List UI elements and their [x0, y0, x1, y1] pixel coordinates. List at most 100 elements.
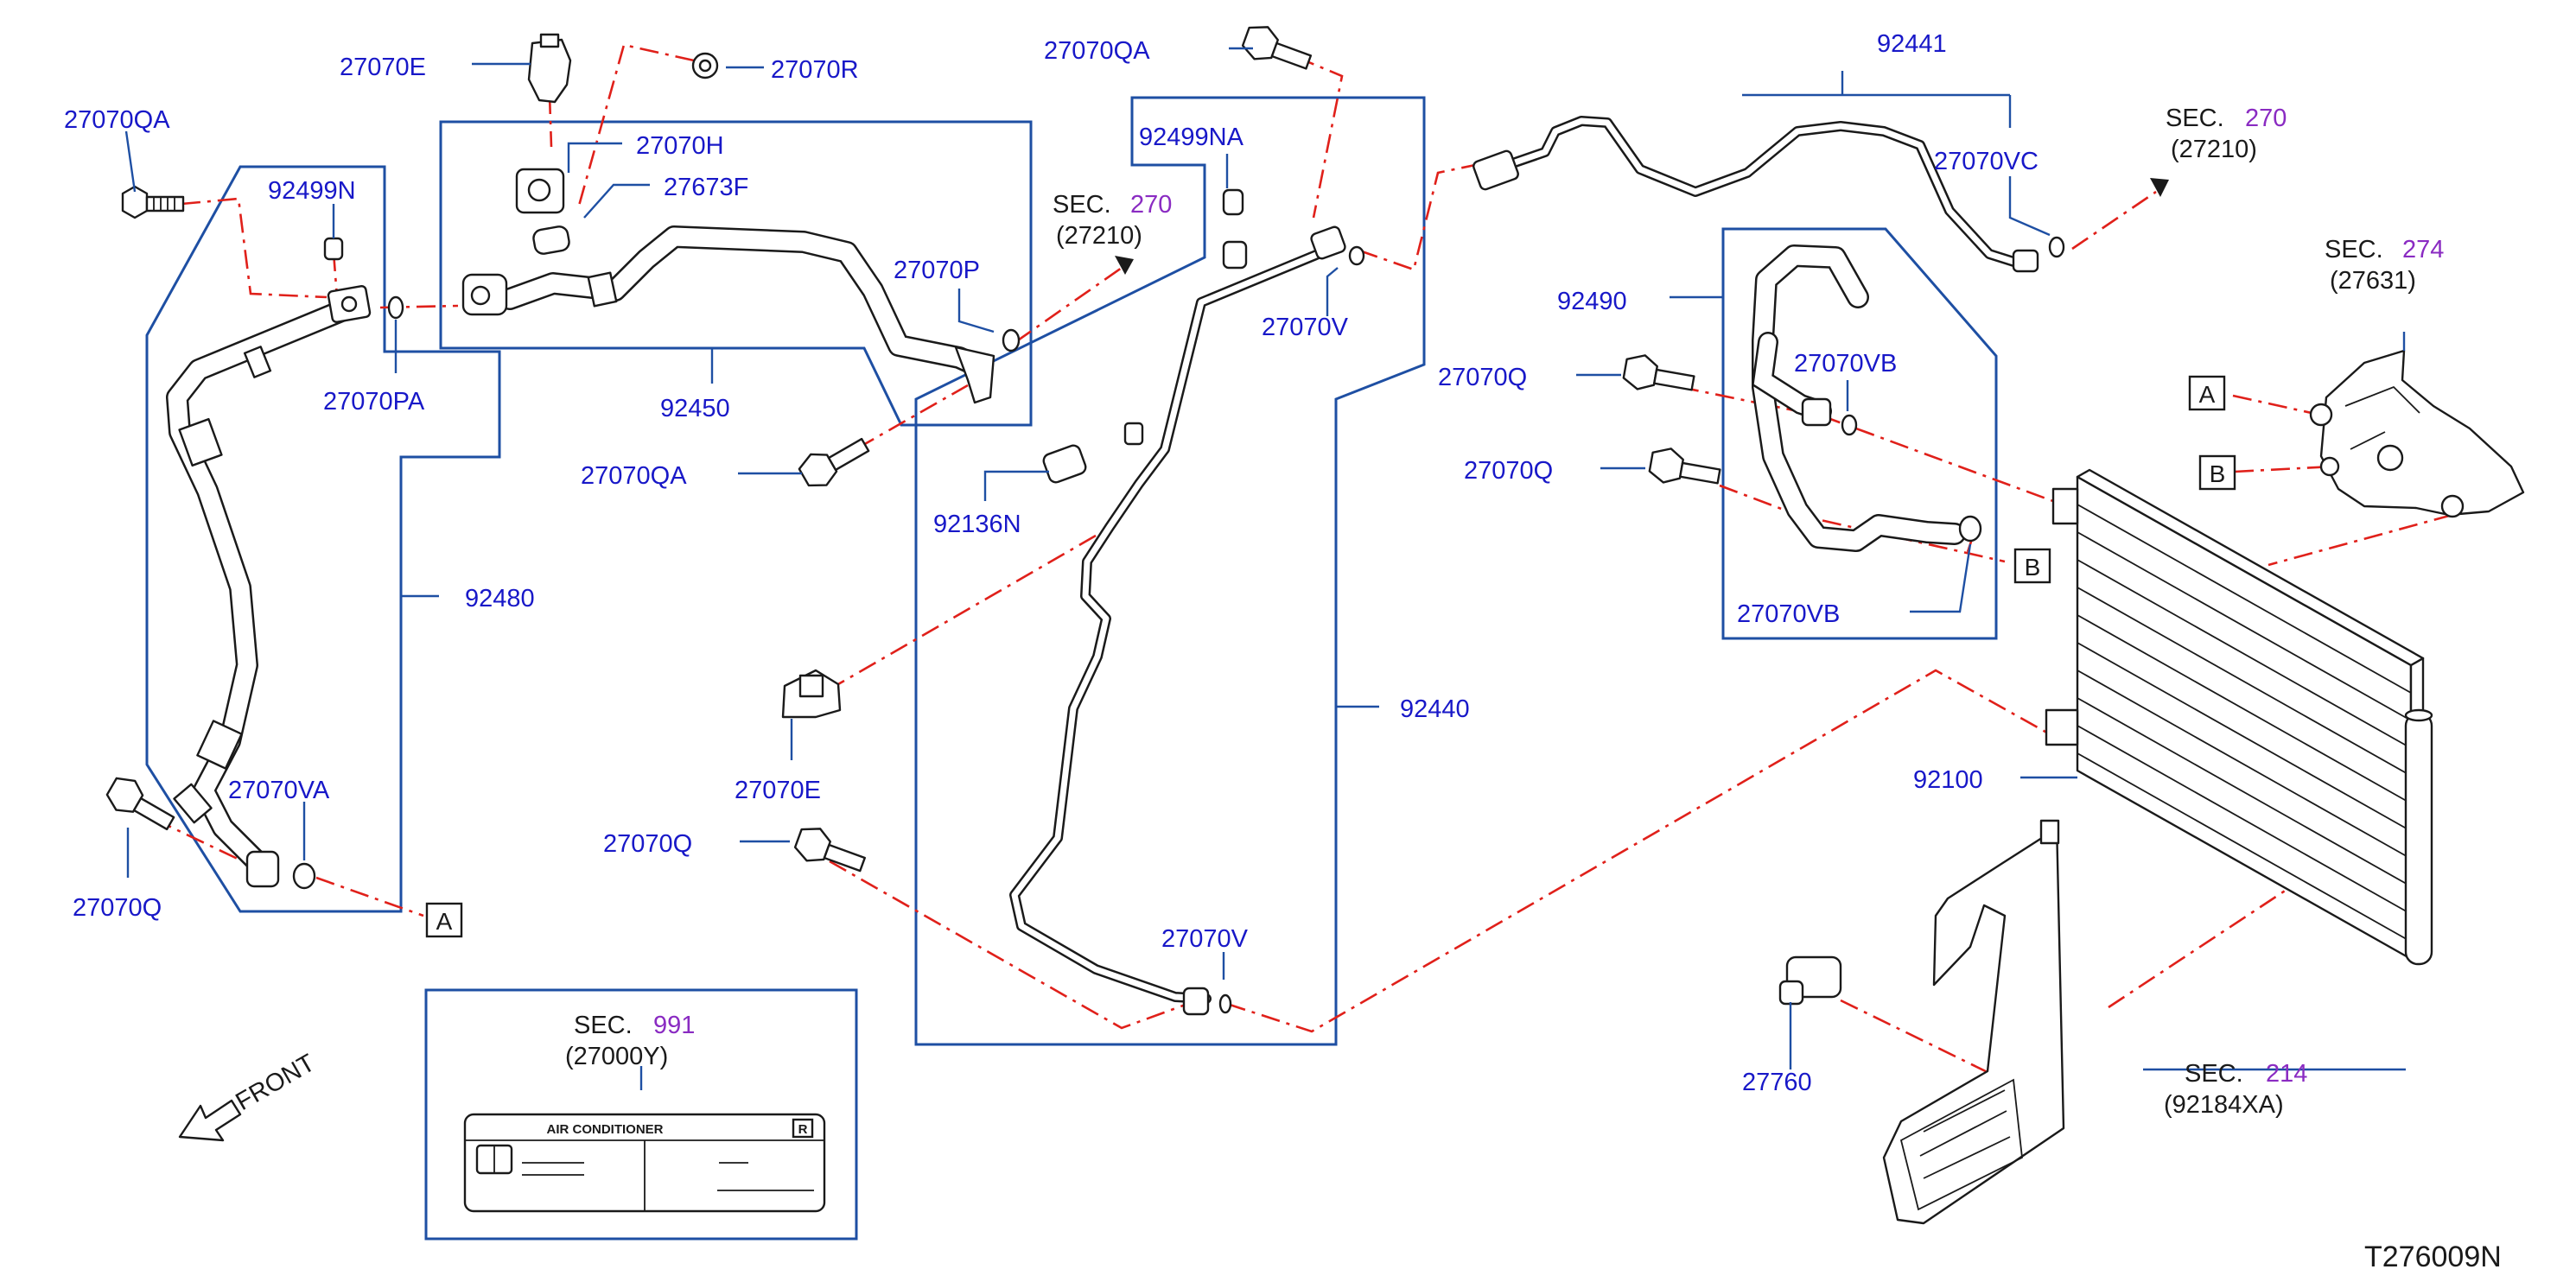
svg-text:270: 270 — [1130, 191, 1172, 219]
bolt-27070q-left — [105, 777, 175, 831]
svg-text:SEC.: SEC. — [1053, 191, 1111, 219]
frame-92440 — [914, 96, 1426, 1046]
label-27070v-bottom: 27070V — [1161, 925, 1249, 953]
label-92100: 92100 — [1913, 766, 1983, 794]
dash-27760-to-shroud — [1840, 999, 1997, 1078]
clip-92136n — [1042, 422, 1144, 484]
svg-text:(92184XA): (92184XA) — [2164, 1091, 2284, 1119]
label-27070qa-left: 27070QA — [64, 106, 170, 134]
label-plate: AIR CONDITIONER R — [463, 1113, 826, 1213]
svg-text:270: 270 — [2245, 105, 2287, 132]
label-92441: 92441 — [1877, 30, 1947, 58]
frame-label-plate — [424, 988, 858, 1241]
bolt-27070qa-left — [121, 185, 185, 219]
svg-text:(27000Y): (27000Y) — [565, 1043, 668, 1070]
label-27070q-r1: 27070Q — [1438, 364, 1527, 391]
svg-text:(27210): (27210) — [2171, 136, 2257, 163]
svg-text:(27631): (27631) — [2330, 267, 2416, 295]
fitting-92480-end — [245, 850, 280, 888]
frame-outlines — [145, 96, 1998, 1241]
fitting-27070v-top — [1310, 225, 1346, 260]
sleeve-27673f — [532, 225, 570, 255]
clip-27070e-mid — [781, 669, 842, 719]
svg-text:(27210): (27210) — [1056, 222, 1142, 250]
svg-text:SEC.: SEC. — [2325, 236, 2383, 263]
leader-lines — [124, 47, 2406, 1090]
dash-qa-bolt-to-92499n — [181, 197, 328, 299]
svg-text:SEC.: SEC. — [574, 1012, 633, 1039]
bolt-27070qa-top — [1241, 26, 1313, 70]
label-27760: 27760 — [1742, 1069, 1812, 1096]
label-27070q-mid: 27070Q — [603, 830, 692, 858]
sec-214: SEC. 214 (92184XA) — [2164, 1060, 2307, 1119]
fitting-27070vb-top — [1801, 397, 1832, 427]
bolt-27070q-r1 — [1622, 354, 1695, 391]
dash-27070v-to-92441 — [1358, 162, 1480, 271]
ref-boxes: A A B B — [425, 375, 2236, 938]
arrows — [178, 178, 2169, 1142]
oring-27070p — [1002, 328, 1021, 352]
frame-92490 — [1721, 227, 1998, 640]
label-27070vb-bottom: 27070VB — [1737, 600, 1840, 628]
pipe-92440 — [1009, 244, 1336, 1004]
label-92499na: 92499NA — [1139, 124, 1244, 151]
dash-a-to-compressor — [2232, 394, 2320, 416]
clip-27070e-top — [527, 33, 572, 104]
bolt-27070q-mid — [793, 828, 866, 873]
label-92499n: 92499N — [268, 177, 356, 205]
frame-92450 — [439, 120, 1033, 427]
dash-va-to-a — [315, 876, 424, 917]
bolt-27070qa-mid — [798, 437, 870, 487]
label-27070e-mid: 27070E — [735, 777, 821, 804]
label-27070e-top: 27070E — [340, 54, 426, 81]
dash-27070e-to-h — [548, 94, 553, 148]
label-27070vc: 27070VC — [1934, 148, 2039, 175]
svg-text:SEC.: SEC. — [2185, 1060, 2243, 1088]
label-27070p: 27070P — [894, 257, 980, 284]
label-27070pa: 27070PA — [323, 388, 425, 416]
dash-27070vc-to-sec270 — [2071, 190, 2157, 251]
manual-book-icon — [475, 1144, 513, 1175]
front-arrow-icon — [178, 1099, 242, 1142]
ref-b-right: B — [2198, 454, 2236, 491]
arrow-sec270-right — [2150, 178, 2169, 197]
sec-270-mid: SEC. 270 (27210) — [1053, 191, 1172, 250]
bolt-27070q-r2 — [1648, 447, 1721, 485]
svg-text:B: B — [2210, 460, 2226, 487]
svg-text:A: A — [2199, 381, 2216, 408]
sec-991: SEC. 991 (27000Y) — [565, 1012, 695, 1070]
svg-text:A: A — [436, 908, 453, 935]
label-27070va: 27070VA — [228, 777, 330, 804]
frame-92480 — [145, 165, 501, 913]
dash-27070r-to-h — [577, 43, 695, 206]
ref-a-right: A — [2188, 375, 2226, 411]
drawing-id: T276009N — [2364, 1241, 2502, 1273]
plate-title: AIR CONDITIONER — [547, 1122, 664, 1137]
svg-text:214: 214 — [2266, 1060, 2307, 1088]
dash-compressor-to-condenser — [2268, 513, 2453, 567]
sec-274: SEC. 274 (27631) — [2325, 236, 2444, 295]
label-27070q-left: 27070Q — [73, 894, 162, 922]
label-92490: 92490 — [1557, 288, 1627, 315]
dash-27070qa-mid-to-bracket — [856, 384, 969, 450]
label-27070vb-top: 27070VB — [1794, 350, 1897, 378]
ref-b-mid: B — [2013, 548, 2051, 584]
label-27070qa-top: 27070QA — [1044, 37, 1150, 65]
dash-pipe-to-condenser — [1226, 669, 2066, 1033]
fittings — [105, 26, 2065, 1016]
label-27070r: 27070R — [771, 56, 859, 84]
plate-r-mark: R — [798, 1122, 808, 1137]
svg-text:274: 274 — [2402, 236, 2444, 263]
condenser-92100 — [2045, 468, 2433, 966]
compressor-sec274 — [2309, 349, 2525, 518]
label-27673f: 27673F — [664, 174, 748, 201]
label-92440: 92440 — [1400, 695, 1470, 723]
dash-b-to-compressor — [2234, 465, 2334, 473]
bracket-92450-end — [954, 346, 995, 404]
oring-27070vb-bottom — [1958, 515, 1982, 543]
cap-92499n — [323, 237, 344, 261]
label-27070q-r2: 27070Q — [1464, 457, 1553, 485]
fitting-92441-start — [1472, 149, 1519, 191]
svg-text:SEC.: SEC. — [2166, 105, 2224, 132]
